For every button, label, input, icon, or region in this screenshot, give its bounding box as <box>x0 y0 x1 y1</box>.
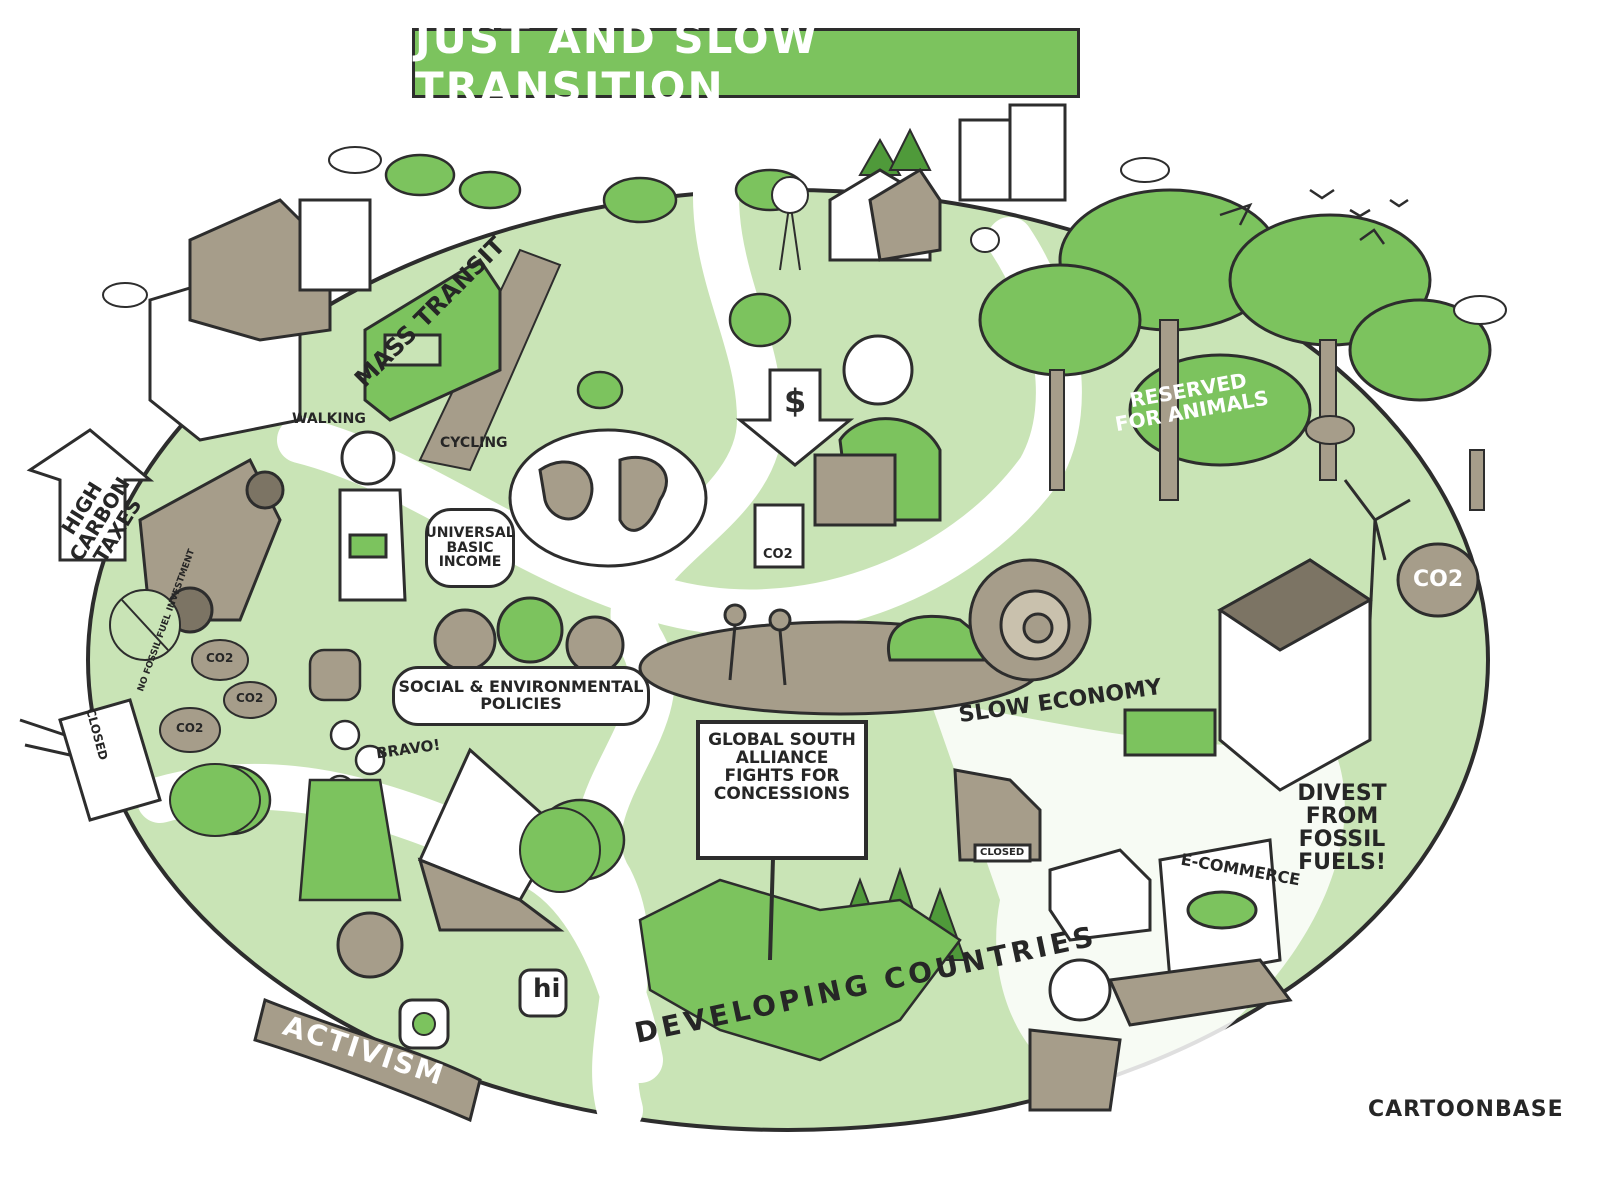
globe <box>508 428 708 568</box>
tree-trunks <box>1049 319 1337 501</box>
city-buildings <box>148 103 1067 442</box>
animals <box>970 227 1485 511</box>
birds <box>1219 188 1409 245</box>
title-banner: JUST AND SLOW TRANSITION <box>412 14 1080 112</box>
closed-factory <box>953 768 1042 863</box>
sky-clouds <box>102 146 1507 325</box>
global-south-sign <box>696 720 868 860</box>
ubi-label: UNIVERSAL BASIC INCOME <box>425 524 515 571</box>
eye-icon-pupil <box>412 1012 436 1036</box>
thumbs-up-icon <box>308 648 362 702</box>
walking-people <box>723 603 792 686</box>
ubi-bubble: UNIVERSAL BASIC INCOME <box>425 508 515 588</box>
hi-icon-label: hi <box>533 974 561 1004</box>
no-fossil-fuel-circle <box>109 589 181 661</box>
flower-bushes <box>169 763 601 893</box>
walking-label: WALKING <box>292 411 366 427</box>
co2-cloud-label-3: CO2 <box>176 721 204 735</box>
global-south-label: GLOBAL SOUTH ALLIANCE FIGHTS FOR CONCESS… <box>708 730 856 804</box>
hi-icon <box>518 968 568 1018</box>
laptop <box>1107 838 1293 1027</box>
woman-recycling <box>813 334 942 527</box>
smiley-icon <box>336 911 404 979</box>
policies-bubble: SOCIAL & ENVIRONMENTAL POLICIES <box>392 666 650 726</box>
activism-ribbon <box>253 997 482 1123</box>
shopper <box>1028 958 1122 1112</box>
co2-clouds <box>159 639 277 753</box>
tax-arrow <box>26 428 155 562</box>
divest-label: DIVEST FROM FOSSIL FUELS! <box>1297 781 1387 876</box>
cycling-label: CYCLING <box>440 435 508 451</box>
co2-box <box>753 503 805 569</box>
closed-plug <box>19 698 162 822</box>
bus <box>363 257 502 422</box>
activism-crowd <box>298 719 402 902</box>
dollar-arrow: $ <box>735 368 855 467</box>
policy-gears <box>433 596 625 675</box>
solar-building <box>1217 558 1373 792</box>
wind-turbine <box>1343 479 1411 621</box>
co2-box-label: CO2 <box>763 547 793 562</box>
man-with-money <box>338 430 407 602</box>
closed-factory-label: CLOSED <box>980 847 1025 858</box>
money-stack <box>1123 708 1217 757</box>
barn <box>828 167 942 262</box>
svg-text:$: $ <box>784 382 806 420</box>
page-title: JUST AND SLOW TRANSITION <box>415 14 819 112</box>
co2-speech-bubble <box>1396 542 1480 618</box>
policies-label: SOCIAL & ENVIRONMENTAL POLICIES <box>398 677 644 713</box>
co2-bubble-label: CO2 <box>1413 567 1464 592</box>
signature: CARTOONBASE <box>1368 1097 1564 1122</box>
co2-cloud-label-2: CO2 <box>236 691 264 705</box>
signpost-pole <box>768 857 775 961</box>
co2-cloud-label-1: CO2 <box>206 651 234 665</box>
windmill <box>771 176 809 271</box>
snail <box>887 558 1092 682</box>
package-box <box>1048 848 1152 942</box>
